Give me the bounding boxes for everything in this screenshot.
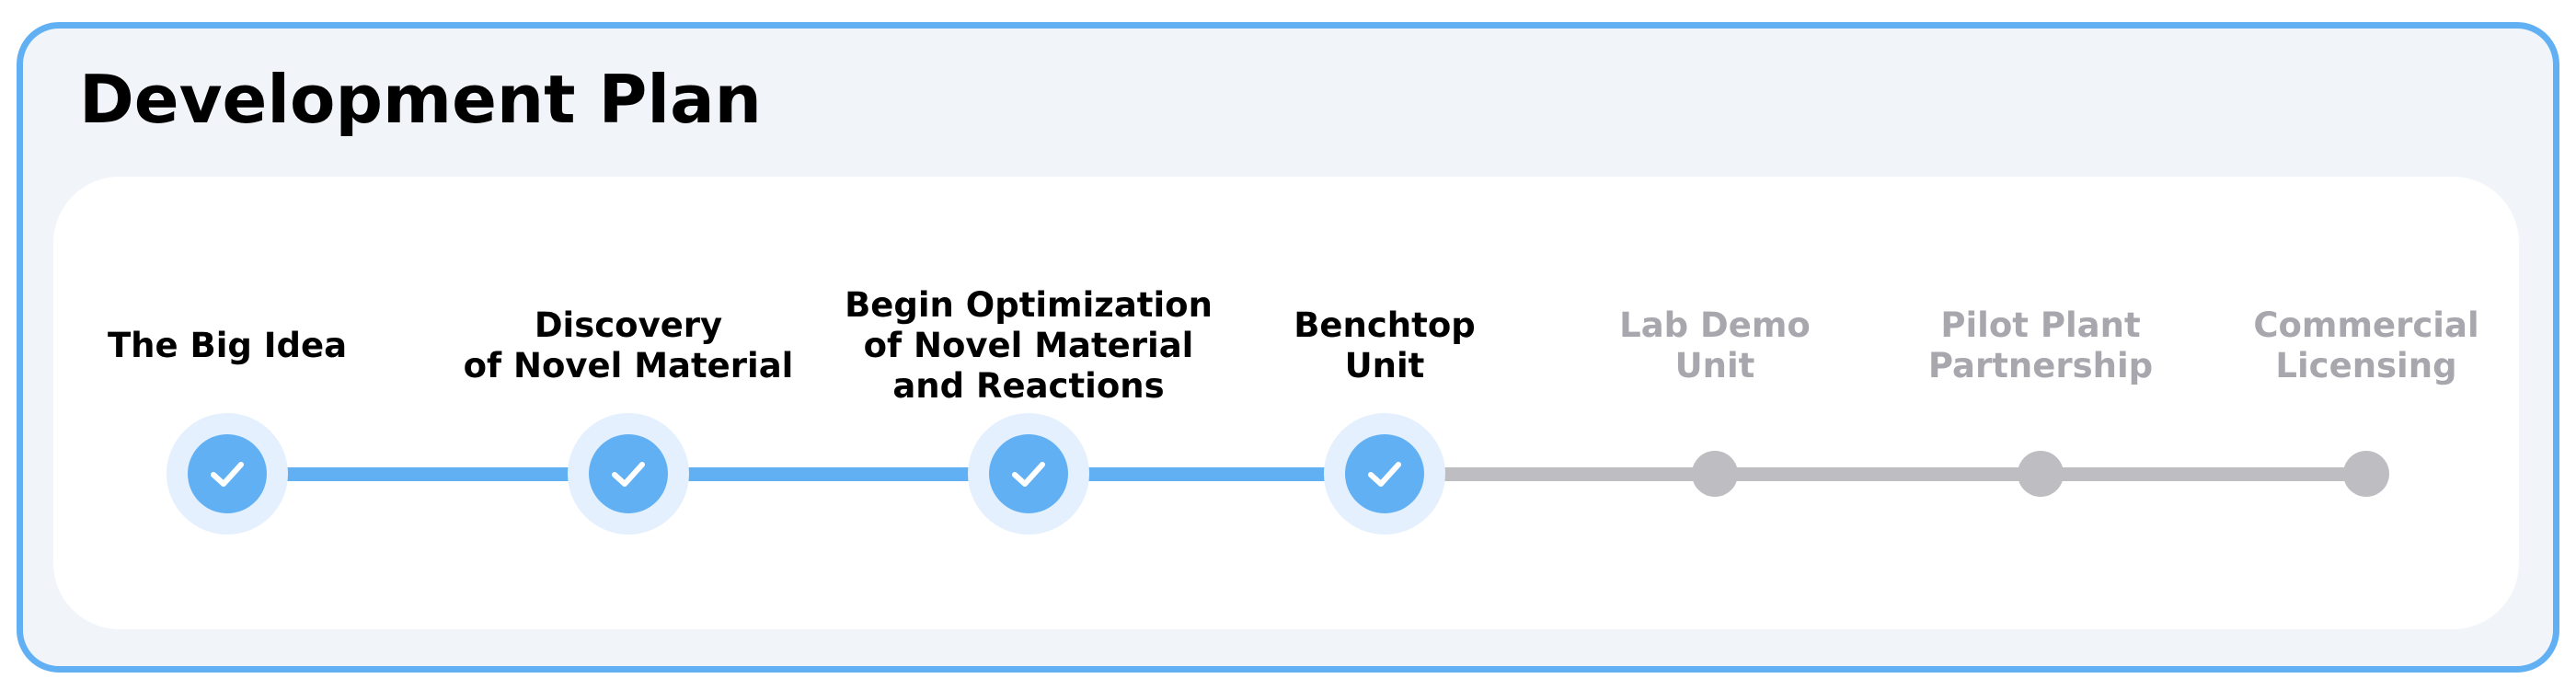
milestone-label-line: Benchtop: [1294, 305, 1476, 345]
milestone-marker-pending: [2018, 451, 2064, 497]
milestone-label-line: Licensing: [2275, 346, 2457, 385]
milestone-marker-complete: [989, 434, 1068, 513]
milestone-label-line: Unit: [1674, 346, 1755, 385]
check-icon: [1368, 462, 1401, 487]
progress-line-pending: [1385, 467, 1715, 481]
milestone-label-line: Discovery: [534, 305, 723, 345]
check-icon: [211, 462, 244, 487]
milestone-marker-pending: [2343, 451, 2389, 497]
progress-line-complete: [1029, 467, 1385, 481]
milestone-label-line: and Reactions: [892, 366, 1165, 406]
milestone-marker-pending: [1692, 451, 1738, 497]
milestone-label-line: of Novel Material: [463, 346, 794, 385]
check-icon: [1012, 462, 1045, 487]
progress-line-complete: [227, 467, 628, 481]
milestone-label-line: The Big Idea: [107, 326, 348, 365]
milestone-label-line: of Novel Material: [863, 326, 1194, 365]
progress-line-pending: [2041, 467, 2366, 481]
check-icon: [612, 462, 645, 487]
progress-line-pending: [1715, 467, 2041, 481]
page-title: Development Plan: [79, 61, 762, 138]
milestone-label-line: Commercial: [2253, 305, 2479, 345]
milestone-marker-complete: [188, 434, 267, 513]
milestone-label-line: Pilot Plant: [1940, 305, 2141, 345]
progress-line-complete: [628, 467, 1029, 481]
milestone-marker-complete: [589, 434, 668, 513]
milestone-label-line: Partnership: [1927, 346, 2154, 385]
milestone-label-line: Unit: [1344, 346, 1425, 385]
milestone-label-line: Begin Optimization: [845, 285, 1213, 325]
milestone-label-line: Lab Demo: [1619, 305, 1811, 345]
timeline-panel: [53, 177, 2519, 629]
milestone-marker-complete: [1345, 434, 1424, 513]
milestone-label: The Big Idea: [16, 326, 439, 366]
